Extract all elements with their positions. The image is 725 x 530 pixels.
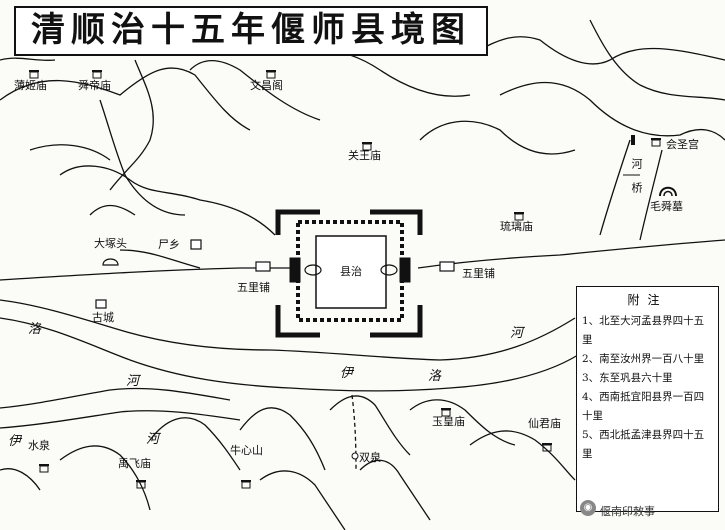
map-title: 清顺治十五年偃师县境图 <box>14 6 488 56</box>
label-xianjun-temple: 仙君庙 <box>528 417 561 430</box>
mountain-ridge <box>149 417 241 471</box>
river-label-he-south: 河 <box>146 432 160 447</box>
legend-title: 附注 <box>627 293 668 307</box>
tower-icon <box>628 130 638 145</box>
road <box>0 267 290 281</box>
mountain-ridge <box>499 81 725 141</box>
mountain-ridge <box>409 399 516 446</box>
mountain-ridge <box>419 120 576 155</box>
river-label-yi: 伊 <box>340 366 354 381</box>
label-wenchang-ge: 文昌阁 <box>250 79 283 92</box>
label-huisheng-gong: 会圣宫 <box>666 138 699 151</box>
mountain-ridge <box>189 59 321 121</box>
temple-icon <box>542 437 552 452</box>
label-county-seat: 县治 <box>340 265 362 278</box>
legend-item: 2、南至汝州界一百八十里 <box>582 353 705 365</box>
mountain-ridge <box>59 445 151 511</box>
label-liuli-temple: 琉璃庙 <box>500 220 533 233</box>
shixiang-box <box>190 239 202 250</box>
legend-item: 4、西南抵宜阳县界一百四十里 <box>582 391 705 422</box>
temple-icon <box>136 474 146 489</box>
label-old-city: 古城 <box>92 311 114 324</box>
mountain-ridge <box>289 49 471 97</box>
mountain-ridge <box>469 36 725 65</box>
label-wuli-pu-west: 五里铺 <box>237 281 270 294</box>
label-shuiquan: 水泉 <box>28 439 50 452</box>
yi-river-north-bank <box>0 387 231 409</box>
label-yufei-temple: 禹飞庙 <box>118 457 151 470</box>
temple-icon <box>266 64 276 79</box>
temple-icon <box>514 206 524 221</box>
road <box>639 149 663 241</box>
temple-icon <box>29 64 39 79</box>
yi-river-south-bank <box>0 410 241 429</box>
luo-river-north-bank <box>0 299 576 361</box>
legend-item: 1、北至大河孟县界四十五里 <box>582 315 705 346</box>
temple-icon <box>362 136 372 151</box>
old-city-box <box>95 299 107 309</box>
watermark: 偃南印敕事 <box>600 505 655 518</box>
mountain-ridge <box>0 67 251 131</box>
river-label-he-east: 河 <box>510 326 524 341</box>
mound-symbol <box>663 190 673 197</box>
mountain-ridge <box>0 468 41 491</box>
river-label-qiao-vertical: 桥 <box>630 182 643 193</box>
luo-river-south-bank <box>0 317 579 392</box>
temple-icon <box>39 458 49 473</box>
legend-item: 3、东至巩县六十里 <box>582 372 673 384</box>
river-label-yi-west: 伊 <box>8 434 22 449</box>
county-city <box>275 209 423 338</box>
mountain-ridge <box>109 59 154 191</box>
legend-box: 附注 1、北至大河孟县界四十五里 2、南至汝州界一百八十里 3、东至巩县六十里 … <box>576 286 719 512</box>
temple-icon <box>92 64 102 79</box>
mountain-ridge <box>359 459 431 521</box>
river-label-he-vertical: 河 <box>630 158 643 169</box>
label-maoshen-mound: 毛舜墓 <box>650 200 683 213</box>
temple-icon <box>441 402 451 417</box>
label-bosu-temple: 薄姬庙 <box>14 79 47 92</box>
label-shixiang: 尸乡 <box>158 238 180 251</box>
river-label-luo-east: 洛 <box>428 369 442 384</box>
mountain-ridge <box>89 204 136 216</box>
label-niuxin-shan: 牛心山 <box>230 444 263 457</box>
wuli-pu-east-box <box>439 261 455 272</box>
wechat-icon: ◉ <box>580 500 596 516</box>
mountain-ridge <box>29 144 111 161</box>
road <box>119 249 201 269</box>
mountain-ridge <box>59 165 276 236</box>
road <box>599 139 631 236</box>
mountain-ridge <box>0 57 56 62</box>
road <box>417 239 725 269</box>
road <box>351 394 357 471</box>
mountain-ridge <box>259 470 346 530</box>
temple-icon <box>651 132 661 147</box>
mountain-ridge <box>329 395 411 456</box>
label-shunjiao-temple: 舜帝庙 <box>78 79 111 92</box>
river-label-he-west: 河 <box>126 374 140 389</box>
mountain-ridge <box>469 430 576 481</box>
label-wuli-pu-east: 五里铺 <box>462 267 495 280</box>
wuli-pu-west-box <box>255 261 271 272</box>
mountain-ridge <box>239 407 326 471</box>
mountain-ridge <box>99 99 186 216</box>
label-yuhuang-temple: 玉皇庙 <box>432 415 465 428</box>
dazhongtou-symbol <box>102 258 119 266</box>
temple-icon <box>241 474 251 489</box>
mound-symbol <box>659 186 677 197</box>
label-guanwang-temple: 关王庙 <box>348 149 381 162</box>
label-shuangquan: 双泉 <box>359 451 381 464</box>
river-label-luo-west: 洛 <box>28 322 42 337</box>
legend-item: 5、西北抵孟津县界四十五里 <box>582 429 705 460</box>
mountain-ridge <box>589 19 725 101</box>
label-dazhongtou: 大塚头 <box>94 237 127 250</box>
spring-symbol <box>351 452 359 460</box>
